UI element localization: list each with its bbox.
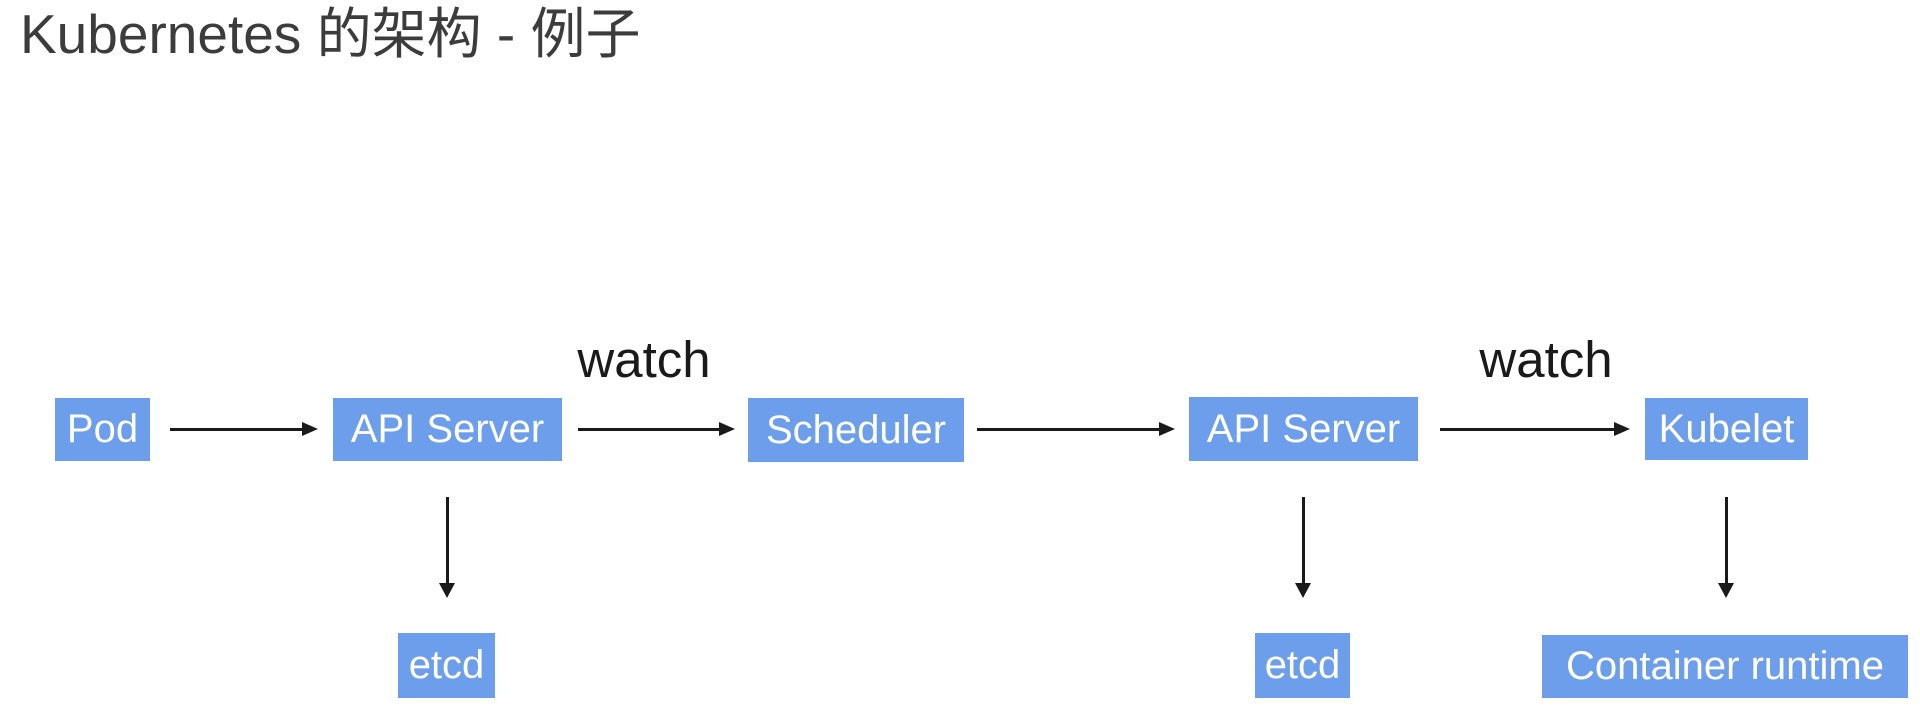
node-etcd-2-label: etcd xyxy=(1264,643,1341,687)
arrow-head-icon xyxy=(719,422,735,436)
arrow-shaft xyxy=(445,497,449,585)
node-api-server-1: API Server xyxy=(333,398,562,461)
arrow-api-server-1-to-scheduler xyxy=(578,422,735,438)
arrow-kubelet-to-container-runtime xyxy=(1718,497,1734,598)
edge-label-watch-2: watch xyxy=(1479,331,1613,388)
arrow-head-icon xyxy=(1614,422,1630,436)
slide-title: Kubernetes 的架构 - 例子 xyxy=(20,3,641,65)
arrow-pod-to-api-server-1 xyxy=(170,422,318,438)
arrow-head-icon xyxy=(1295,583,1311,598)
edge-label-watch-1: watch xyxy=(577,331,711,388)
node-scheduler: Scheduler xyxy=(748,398,964,462)
node-api-server-1-label: API Server xyxy=(350,407,545,451)
arrow-scheduler-to-api-server-2 xyxy=(977,422,1175,438)
node-scheduler-label: Scheduler xyxy=(765,407,947,452)
arrow-api-server-2-to-kubelet xyxy=(1440,422,1630,438)
arrow-head-icon xyxy=(1159,422,1175,436)
node-pod-label: Pod xyxy=(66,407,139,451)
node-api-server-2-label: API Server xyxy=(1206,406,1401,451)
node-pod: Pod xyxy=(55,398,150,461)
node-api-server-2: API Server xyxy=(1189,397,1418,461)
node-kubelet-label: Kubelet xyxy=(1658,406,1795,451)
node-etcd-2: etcd xyxy=(1255,633,1350,698)
node-kubelet: Kubelet xyxy=(1645,398,1808,460)
arrow-shaft xyxy=(170,428,304,431)
arrow-head-icon xyxy=(302,422,318,436)
arrow-head-icon xyxy=(439,583,455,598)
arrow-head-icon xyxy=(1718,583,1734,598)
arrow-shaft xyxy=(1440,428,1616,431)
node-etcd-1: etcd xyxy=(398,633,495,698)
arrow-shaft xyxy=(1724,497,1728,585)
arrow-shaft xyxy=(977,428,1161,431)
arrow-shaft xyxy=(1301,497,1305,585)
arrow-api-server-2-to-etcd-2 xyxy=(1295,497,1311,598)
node-container-runtime-label: Container runtime xyxy=(1566,644,1884,688)
arrow-api-server-1-to-etcd-1 xyxy=(439,497,455,598)
node-container-runtime: Container runtime xyxy=(1542,635,1908,698)
node-etcd-1-label: etcd xyxy=(408,643,485,687)
arrow-shaft xyxy=(578,428,721,431)
